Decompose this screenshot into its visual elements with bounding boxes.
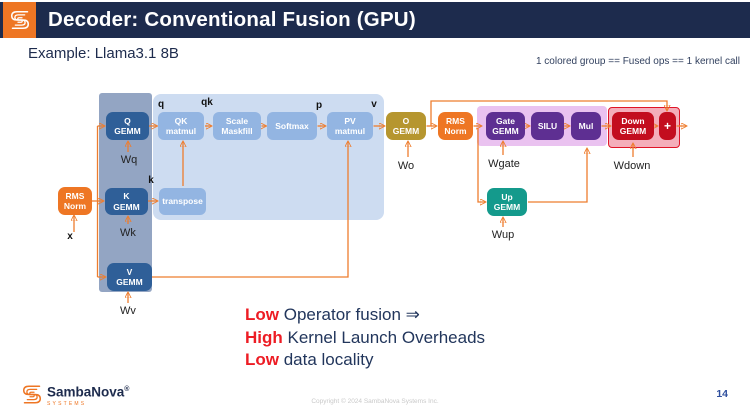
brand-text: SambaNova® SYSTEMS — [47, 382, 129, 407]
wire-label-p: p — [315, 100, 323, 111]
wire-label-wo: Wo — [397, 160, 415, 172]
takeaway-text: Operator fusion ⇒ — [279, 305, 420, 324]
node-q-gemm: Q GEMM — [106, 112, 149, 140]
wire-label-qk: qk — [201, 97, 213, 108]
header-logo — [3, 2, 36, 38]
node-softmax: Softmax — [267, 112, 317, 140]
node-qk-matmul: QK matmul — [158, 112, 204, 140]
footer-logo: SambaNova® SYSTEMS — [20, 382, 129, 407]
sambanova-logo-icon — [10, 11, 29, 29]
node-pv-matmul: PV matmul — [327, 112, 373, 140]
wire-label-wv: Wv — [120, 305, 136, 317]
brand-name: SambaNova® — [47, 384, 130, 400]
node-scale-maskfill: Scale Maskfill — [213, 112, 261, 140]
wire-label-wk: Wk — [120, 227, 136, 239]
node-gate-gemm: Gate GEMM — [486, 112, 525, 140]
takeaway-emphasis: Low — [245, 350, 279, 369]
node-silu: SILU — [531, 112, 564, 140]
takeaway-line-3: Low data locality — [245, 349, 485, 372]
sambanova-logo-icon — [22, 385, 42, 404]
wire-label-k: k — [148, 175, 154, 186]
takeaway-text: data locality — [279, 350, 374, 369]
wire-label-wdown: Wdown — [613, 160, 651, 172]
wire-label-q: q — [157, 99, 165, 110]
node-o-gemm: O GEMM — [386, 112, 426, 140]
page-number: 14 — [716, 388, 728, 400]
copyright-text: Copyright © 2024 SambaNova Systems Inc. — [311, 398, 439, 405]
fusion-legend: 1 colored group == Fused ops == 1 kernel… — [535, 56, 740, 67]
node-rms-norm-1: RMS Norm — [58, 187, 92, 215]
wire-label-x: x — [67, 231, 73, 242]
takeaway-line-2: High Kernel Launch Overheads — [245, 327, 485, 350]
wire-label-wq: Wq — [120, 154, 138, 166]
node-k-gemm: K GEMM — [105, 188, 148, 215]
takeaways: Low Operator fusion ⇒ High Kernel Launch… — [245, 304, 485, 372]
slide-subtitle: Example: Llama3.1 8B — [28, 45, 179, 62]
node-mul: Mul — [571, 112, 601, 140]
wire-label-wup: Wup — [491, 229, 515, 241]
wire-label-wgate: Wgate — [488, 158, 520, 170]
page-title: Decoder: Conventional Fusion (GPU) — [48, 8, 416, 31]
node-v-gemm: V GEMM — [107, 263, 152, 291]
brand-systems-label: SYSTEMS — [47, 400, 87, 407]
registered-mark: ® — [124, 386, 130, 393]
node-add: + — [659, 112, 676, 140]
takeaway-emphasis: Low — [245, 305, 279, 324]
node-up-gemm: Up GEMM — [487, 188, 527, 216]
node-transpose: transpose — [159, 188, 206, 215]
node-rms-norm-2: RMS Norm — [438, 112, 473, 140]
wire-label-v: v — [371, 99, 377, 110]
title-bar: Decoder: Conventional Fusion (GPU) — [0, 2, 750, 38]
node-down-gemm: Down GEMM — [612, 112, 654, 140]
takeaway-line-1: Low Operator fusion ⇒ — [245, 304, 485, 327]
takeaway-emphasis: High — [245, 327, 283, 347]
takeaway-text: Kernel Launch Overheads — [282, 327, 486, 347]
